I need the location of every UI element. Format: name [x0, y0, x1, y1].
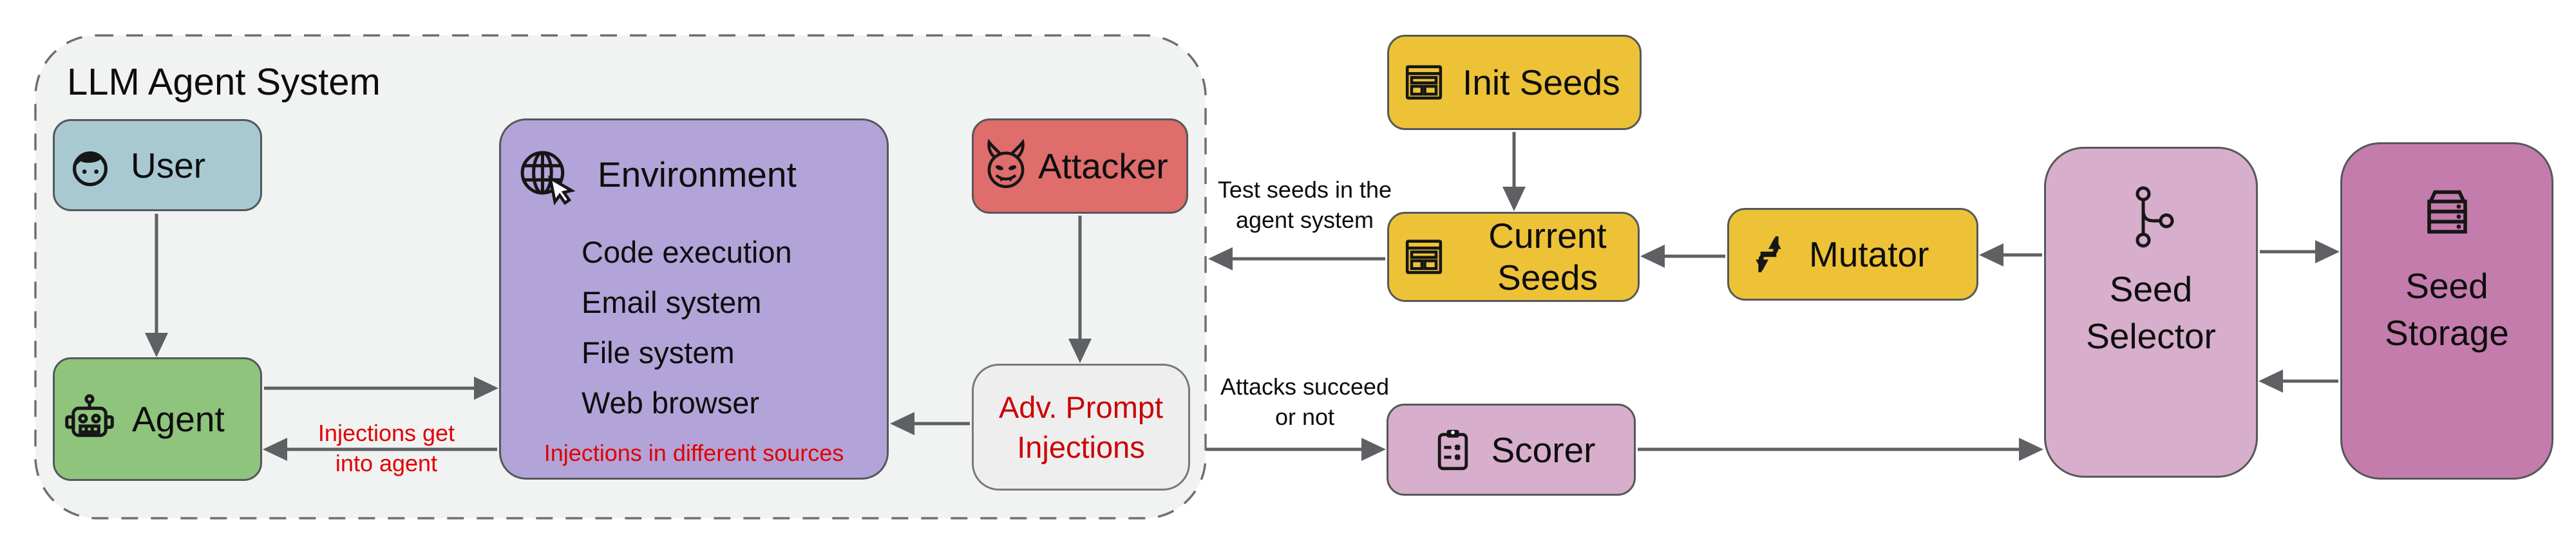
user-label: User	[131, 145, 206, 185]
shuffle-arrows-icon	[1756, 236, 1781, 272]
globe-pointer-icon	[520, 151, 575, 205]
attacker-label: Attacker	[1038, 146, 1168, 186]
scorer-node: Scorer	[1387, 404, 1636, 496]
injections-get-label-line2: into agent	[335, 450, 438, 476]
environment-item: Email system	[582, 285, 762, 319]
clipboard-score-icon	[1437, 429, 1468, 470]
agent-label: Agent	[132, 399, 225, 439]
environment-items: Code execution Email system File system …	[582, 227, 792, 428]
test-seeds-label: Test seeds in the agent system	[1202, 175, 1408, 236]
mutator-node: Mutator	[1727, 208, 1978, 301]
devil-icon	[987, 139, 1025, 189]
adv-prompt-line2: Injections	[1017, 429, 1145, 464]
attacks-succeed-label-line2: or not	[1274, 403, 1335, 430]
seed-selector-line1: Seed	[2109, 269, 2193, 309]
init-seeds-label: Init Seeds	[1463, 62, 1620, 102]
init-seeds-node: Init Seeds	[1387, 35, 1642, 130]
git-branch-icon	[2136, 186, 2174, 248]
current-seeds-node: Current Seeds	[1387, 212, 1640, 302]
seed-storage-line1: Seed	[2405, 266, 2488, 306]
attacks-succeed-label: Attacks succeed or not	[1202, 372, 1408, 433]
environment-item: Web browser	[582, 386, 760, 420]
attacker-node: Attacker	[972, 118, 1188, 214]
test-seeds-label-line1: Test seeds in the	[1217, 176, 1392, 203]
test-seeds-label-line2: agent system	[1235, 206, 1374, 233]
attacks-succeed-label-line1: Attacks succeed	[1220, 373, 1390, 400]
adv-prompt-line1: Adv. Prompt	[998, 390, 1164, 425]
mutator-label: Mutator	[1809, 234, 1929, 274]
environment-title: Environment	[598, 155, 797, 194]
seed-selector-node: Seed Selector	[2044, 147, 2258, 478]
seed-storage-node: Seed Storage	[2340, 142, 2553, 480]
injections-get-label-line1: Injections get	[317, 420, 455, 446]
adv-prompt-injections-node: Adv. Prompt Injections	[972, 364, 1190, 491]
llm-system-title: LLM Agent System	[67, 61, 381, 103]
environment-item: File system	[582, 335, 735, 370]
user-icon	[72, 151, 108, 186]
scorer-label: Scorer	[1491, 429, 1596, 470]
agent-node: Agent	[53, 357, 262, 481]
seed-selector-line2: Selector	[2086, 315, 2216, 356]
current-seeds-line1: Current	[1488, 216, 1607, 256]
robot-icon	[65, 394, 114, 437]
user-node: User	[53, 119, 262, 211]
environment-injection-note: Injections in different sources	[544, 440, 844, 466]
environment-node: Environment Code execution Email system …	[499, 118, 889, 480]
server-stack-icon	[2427, 190, 2467, 234]
window-seeds-icon	[1405, 65, 1443, 100]
window-seeds-icon	[1405, 239, 1443, 274]
seed-storage-line2: Storage	[2385, 312, 2509, 353]
environment-item: Code execution	[582, 235, 792, 269]
current-seeds-line2: Seeds	[1497, 258, 1598, 297]
